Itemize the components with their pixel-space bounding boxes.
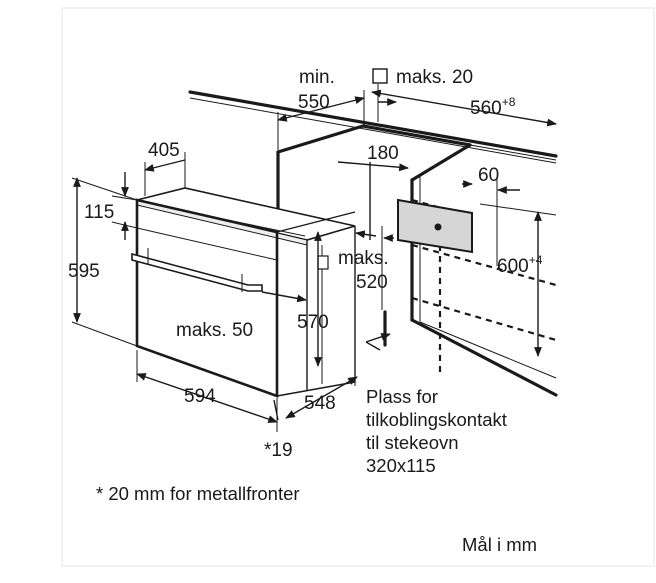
label-115: 115 bbox=[84, 202, 114, 223]
image-frame bbox=[61, 7, 655, 567]
oven-body bbox=[131, 187, 356, 398]
label-560: 560+8 bbox=[470, 95, 516, 119]
label-600: 600+4 bbox=[497, 253, 543, 277]
label-560-value: 560 bbox=[470, 98, 502, 119]
label-maks-20: maks. 20 bbox=[396, 67, 473, 88]
label-maks-50: maks. 50 bbox=[176, 320, 253, 341]
cabinet-outline bbox=[188, 90, 558, 397]
label-570: 570 bbox=[297, 312, 329, 333]
label-600-value: 600 bbox=[497, 256, 529, 277]
label-maks-520-value: 520 bbox=[356, 272, 388, 293]
label-595: 595 bbox=[68, 261, 100, 282]
label-star-19: *19 bbox=[264, 440, 293, 461]
label-548: 548 bbox=[304, 393, 336, 414]
label-maks-520-prefix: maks. bbox=[338, 248, 389, 269]
label-405: 405 bbox=[148, 140, 180, 161]
connection-box bbox=[397, 198, 473, 254]
label-min-550: 550 bbox=[298, 92, 330, 113]
dimension-lines bbox=[71, 84, 557, 432]
units-label: Mål i mm bbox=[462, 534, 537, 555]
note-line-3: til stekeovn bbox=[366, 432, 459, 453]
square-symbol-icon bbox=[372, 68, 388, 84]
note-line-1: Plass for bbox=[366, 386, 438, 407]
note-line-4: 320x115 bbox=[366, 455, 436, 476]
footnote: * 20 mm for metallfronter bbox=[96, 483, 300, 504]
label-180: 180 bbox=[367, 143, 399, 164]
note-line-2: tilkoblingskontakt bbox=[366, 409, 507, 430]
label-600-superscript: +4 bbox=[529, 253, 543, 267]
label-min: min. bbox=[299, 67, 335, 88]
label-60: 60 bbox=[478, 165, 499, 186]
label-594: 594 bbox=[184, 386, 216, 407]
label-560-superscript: +8 bbox=[502, 95, 516, 109]
